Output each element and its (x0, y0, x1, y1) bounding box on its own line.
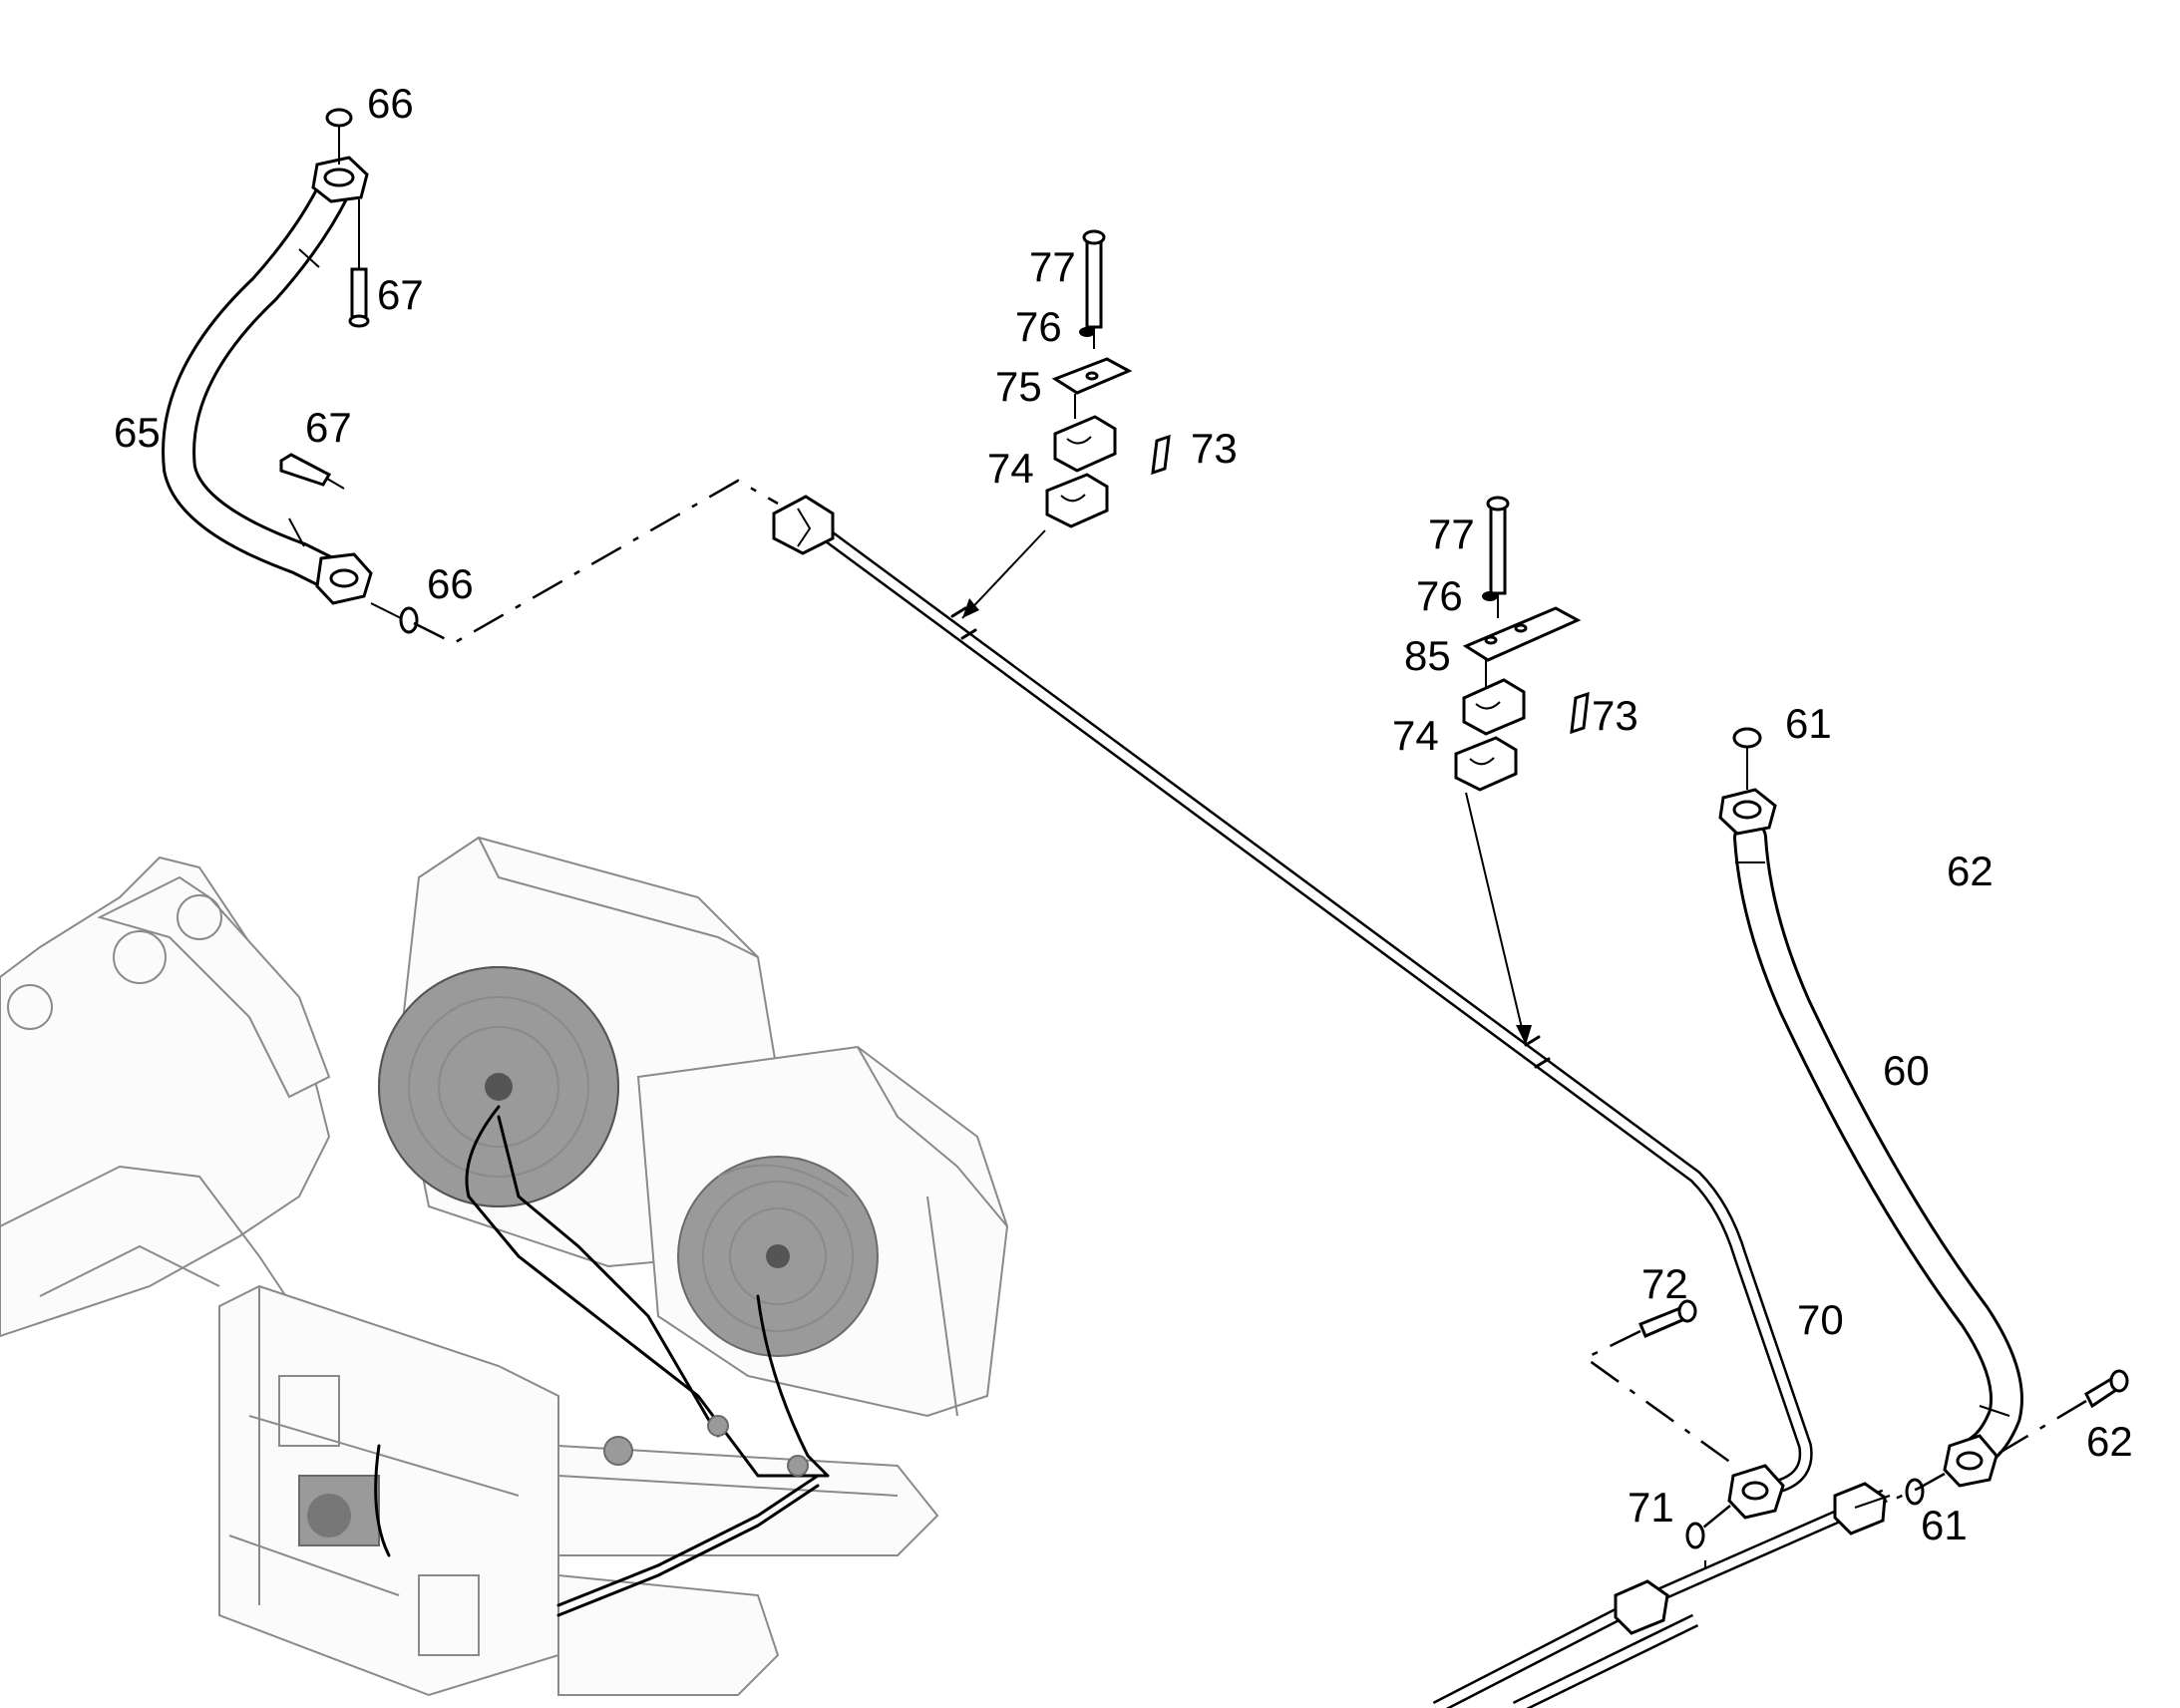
callout-62-top: 62 (1947, 848, 1994, 894)
lower-pipes (1432, 1482, 1891, 1708)
assembly-line-66-70 (413, 479, 779, 645)
callout-85: 85 (1404, 632, 1451, 679)
callout-77-a: 77 (1029, 243, 1076, 290)
callout-73-b: 73 (1592, 692, 1638, 739)
pipe-70 (772, 495, 1813, 1520)
callout-73-a: 73 (1191, 425, 1238, 472)
hose-60 (1718, 788, 2023, 1488)
oring-71 (1685, 1522, 1705, 1549)
callout-labels: 66 67 65 67 66 77 76 75 74 73 77 76 85 7… (114, 80, 2133, 1548)
callout-72: 72 (1641, 1260, 1688, 1307)
callout-67-mid: 67 (305, 404, 352, 451)
callout-66-top: 66 (367, 80, 414, 127)
callout-75: 75 (995, 363, 1042, 410)
clamp-group-a (961, 229, 1171, 619)
washer-66-top (325, 108, 353, 128)
bolt-67-top (348, 199, 370, 328)
callout-61-top: 61 (1785, 700, 1832, 747)
hose-65 (162, 156, 373, 605)
callout-60: 60 (1883, 1047, 1930, 1094)
callout-76-b: 76 (1416, 572, 1463, 619)
oring-66-mid (399, 606, 419, 634)
callout-74-b: 74 (1392, 712, 1439, 759)
callout-71: 71 (1628, 1484, 1674, 1531)
callout-76-a: 76 (1015, 303, 1062, 350)
callout-67-top: 67 (377, 271, 424, 318)
bolt-72 (1583, 1299, 1736, 1468)
callout-62-right: 62 (2086, 1418, 2133, 1465)
callout-70: 70 (1797, 1296, 1844, 1343)
oring-61-bottom (1905, 1478, 1925, 1506)
machine-frame-drawing (0, 836, 1009, 1697)
bolt-67-mid (279, 453, 345, 490)
callout-74-a: 74 (987, 445, 1034, 492)
callout-61-bottom: 61 (1921, 1502, 1968, 1548)
clamp-group-b (1454, 496, 1590, 1046)
callout-77-b: 77 (1428, 511, 1475, 557)
oring-61-top (1732, 727, 1762, 749)
callout-66-mid: 66 (427, 560, 474, 607)
bolt-62-right (1994, 1369, 2129, 1458)
callout-65: 65 (114, 409, 161, 456)
